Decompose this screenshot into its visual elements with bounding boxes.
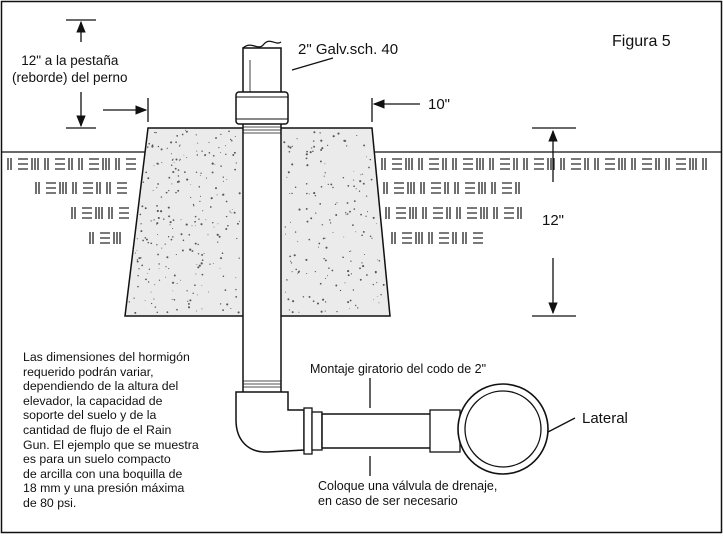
concrete-note-line: 18 mm y una presión máxima bbox=[23, 481, 185, 496]
drain-note: Coloque una válvula de drenaje, en caso … bbox=[318, 479, 497, 509]
lateral-label: Lateral bbox=[582, 410, 628, 427]
elbow-label: Montaje giratorio del codo de 2" bbox=[310, 362, 487, 376]
horizontal-pipe bbox=[321, 413, 433, 449]
concrete-note-line: de 80 psi. bbox=[23, 495, 77, 510]
lateral-pipe-section bbox=[429, 383, 549, 475]
drain-note-line: Coloque una válvula de drenaje, bbox=[318, 479, 498, 493]
flange-height-dimension bbox=[66, 19, 96, 129]
pipe-label-leader bbox=[291, 57, 334, 71]
flange-note-line: 12" a la pestaña bbox=[21, 53, 119, 68]
flange-note: 12" a la pestaña (reborde) del perno bbox=[12, 52, 128, 86]
concrete-note-line: requerido podrán variar, bbox=[23, 364, 154, 379]
concrete-note-line: dependiendo de la altura del bbox=[23, 379, 179, 394]
drain-note-line: en caso de ser necesario bbox=[318, 494, 458, 508]
figure-label: Figura 5 bbox=[612, 33, 671, 50]
top-width-label: 10" bbox=[428, 96, 451, 113]
pipe-label: 2" Galv.sch. 40 bbox=[298, 41, 399, 58]
lateral-label-leader bbox=[547, 417, 576, 433]
flange-note-line: (reborde) del perno bbox=[12, 70, 128, 85]
concrete-note-line: elevador, la capacidad de bbox=[23, 393, 163, 408]
concrete-note-line: Las dimensiones del hormigón bbox=[23, 350, 190, 364]
depth-label: 12" bbox=[542, 212, 565, 229]
concrete-speckles bbox=[128, 129, 385, 314]
concrete-note-line: de arcilla con una boquilla de bbox=[23, 466, 183, 481]
concrete-note-line: es para un suelo compacto bbox=[23, 452, 171, 467]
top-width-dimension bbox=[103, 98, 420, 122]
depth-dimension bbox=[532, 127, 576, 317]
riser-threads bbox=[243, 126, 281, 388]
concrete-note: Las dimensiones del hormigón requerido p… bbox=[23, 350, 199, 511]
concrete-note-line: Gun. El ejemplo que se muestra bbox=[23, 437, 199, 452]
concrete-note-line: cantidad de flujo de el Rain bbox=[23, 422, 172, 437]
pipe-coupling bbox=[235, 91, 289, 125]
concrete-note-line: soporte del suelo y de la bbox=[23, 408, 157, 423]
soil-hatching bbox=[7, 158, 707, 244]
pipe-elbow bbox=[235, 391, 305, 453]
